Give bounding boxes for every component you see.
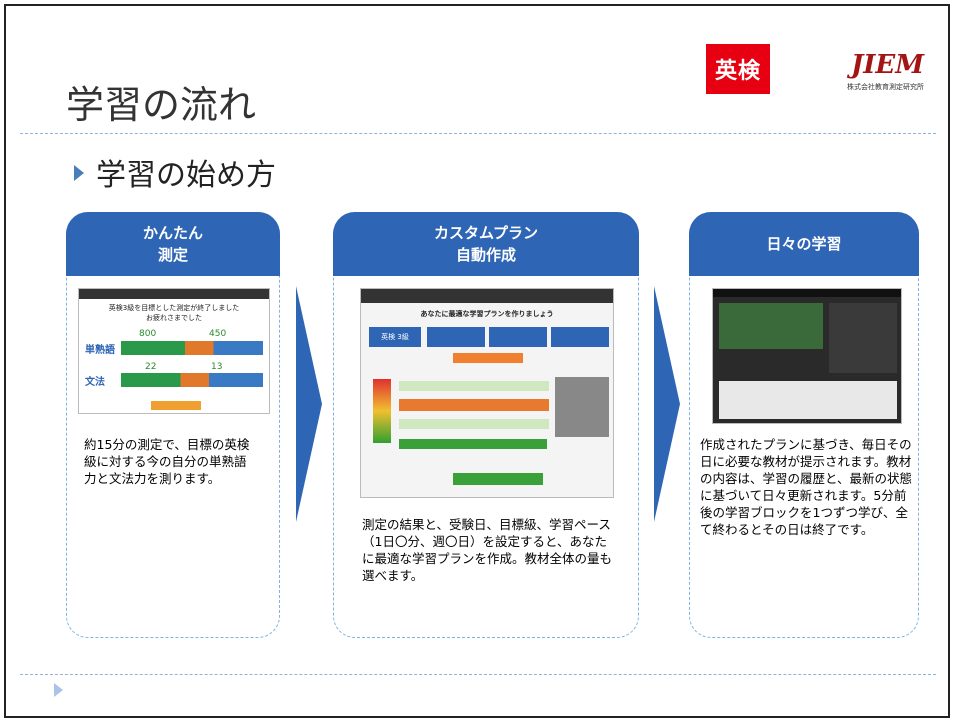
flow-arrow-icon bbox=[654, 286, 680, 522]
vocabulary-label: 単熟語 bbox=[85, 345, 115, 356]
slide-title: 学習の流れ bbox=[66, 83, 257, 127]
step-heading-line: 日々の学習 bbox=[766, 235, 842, 253]
result-message: 英検3級を目標とした測定が終了しました bbox=[108, 304, 240, 312]
vocabulary-score: 800 bbox=[139, 329, 157, 339]
step-heading-line: 測定 bbox=[157, 246, 188, 264]
step-heading-daily: 日々の学習 bbox=[689, 212, 919, 276]
eiken-logo: 英検 bbox=[706, 44, 770, 94]
flow-arrow-icon bbox=[296, 286, 322, 522]
today-blocks-panel bbox=[719, 303, 823, 349]
vocabulary-bar bbox=[121, 341, 263, 355]
exam-date-bar bbox=[399, 439, 547, 449]
daily-study-screenshot bbox=[712, 288, 902, 424]
vocabulary-target: 450 bbox=[209, 329, 227, 339]
app-header-bar bbox=[361, 289, 613, 303]
custom-plan-screenshot: あなたに最適な学習プランを作りましょう 英検 3級 bbox=[360, 288, 614, 498]
jiem-logo: JIEM 株式会社教育測定研究所 bbox=[812, 52, 924, 96]
step-heading-plan: カスタムプラン 自動作成 bbox=[333, 212, 639, 276]
jiem-logo-subtitle: 株式会社教育測定研究所 bbox=[847, 83, 924, 91]
app-header-bar bbox=[713, 289, 901, 297]
title-divider bbox=[20, 133, 936, 134]
footer-bullet-icon bbox=[54, 683, 63, 697]
save-plan-button bbox=[453, 473, 543, 485]
progress-panel bbox=[829, 303, 897, 373]
plan-row bbox=[399, 419, 549, 429]
next-button bbox=[151, 401, 201, 410]
measure-result-screenshot: 英検3級を目標とした測定が終了しました お疲れさまでした 単熟語 800 450… bbox=[78, 288, 270, 414]
step-heading-line: 自動作成 bbox=[455, 246, 516, 264]
create-plan-button bbox=[453, 353, 523, 363]
grade-box: 英検 3級 bbox=[369, 327, 421, 347]
bullet-icon bbox=[74, 165, 84, 181]
grammar-score: 22 bbox=[145, 362, 157, 372]
grammar-label: 文法 bbox=[85, 377, 105, 388]
level-gradient bbox=[373, 379, 391, 443]
app-header-bar bbox=[79, 289, 269, 299]
plan-row-selected bbox=[399, 399, 549, 411]
pace-box bbox=[489, 327, 547, 347]
step-heading-line: かんたん bbox=[142, 224, 203, 242]
step-heading-measure: かんたん 測定 bbox=[66, 212, 280, 276]
days-box bbox=[551, 327, 609, 347]
result-message: お疲れさまでした bbox=[146, 314, 202, 322]
step-description-plan: 測定の結果と、受験日、目標級、学習ペース（1日〇分、週〇日）を設定すると、あなた… bbox=[362, 517, 613, 583]
plan-row bbox=[399, 381, 549, 391]
plan-heading: あなたに最適な学習プランを作りましょう bbox=[420, 310, 554, 318]
step-description-daily: 作成されたプランに基づき、毎日その日に必要な教材が提示されます。教材の内容は、学… bbox=[700, 437, 913, 537]
grammar-bar bbox=[121, 373, 263, 387]
info-panel bbox=[555, 377, 609, 437]
jiem-logo-mark: JIEM bbox=[850, 50, 924, 80]
grammar-target: 13 bbox=[211, 362, 223, 372]
step-description-measure: 約15分の測定で、目標の英検級に対する今の自分の単熟語力と文法力を測ります。 bbox=[84, 437, 250, 486]
step-heading-line: カスタムプラン bbox=[433, 224, 539, 242]
calendar-panel bbox=[719, 381, 897, 419]
date-box bbox=[427, 327, 485, 347]
slide-subtitle: 学習の始め方 bbox=[96, 158, 276, 193]
footer-divider bbox=[20, 674, 936, 675]
